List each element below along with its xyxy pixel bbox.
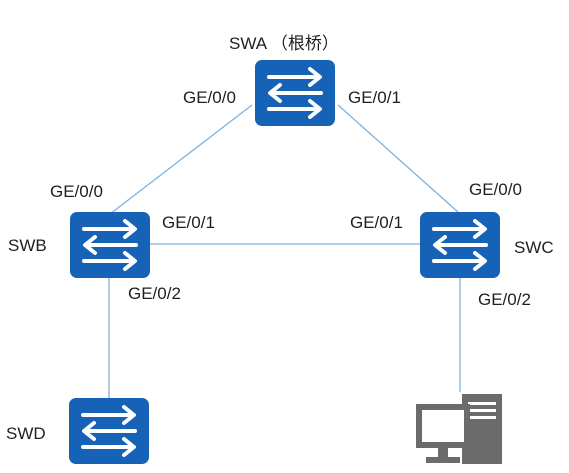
port-label-swb-ge01: GE/0/1 [162, 213, 215, 232]
link-swa-swc [337, 104, 459, 213]
link-swa-swb [109, 104, 253, 215]
switch-icon [420, 212, 500, 278]
swa-name-label: SWA （根桥） [229, 34, 339, 54]
port-label-swb-ge02: GE/0/2 [128, 284, 181, 303]
port-label-swb-ge00: GE/0/0 [50, 182, 103, 201]
switch-icon [69, 398, 149, 464]
switch-icon [255, 60, 335, 126]
port-label-swc-ge00: GE/0/0 [469, 180, 522, 199]
switch-swb[interactable] [70, 212, 150, 278]
switch-swc[interactable] [420, 212, 500, 278]
swd-name-label: SWD [6, 424, 46, 443]
port-label-swc-ge02: GE/0/2 [478, 290, 531, 309]
switch-icon [70, 212, 150, 278]
port-label-swa-ge01: GE/0/1 [348, 88, 401, 107]
swc-name-label: SWC [514, 238, 554, 257]
switch-swa[interactable] [255, 60, 335, 126]
computer-icon [416, 394, 502, 464]
swa-name: SWA [229, 34, 267, 53]
port-label-swc-ge01: GE/0/1 [350, 213, 403, 232]
port-label-swa-ge00: GE/0/0 [183, 88, 236, 107]
swa-root-bridge-note: （根桥） [270, 34, 339, 53]
switch-swd[interactable] [69, 398, 149, 464]
host-pc[interactable] [416, 390, 506, 473]
swb-name-label: SWB [8, 236, 47, 255]
